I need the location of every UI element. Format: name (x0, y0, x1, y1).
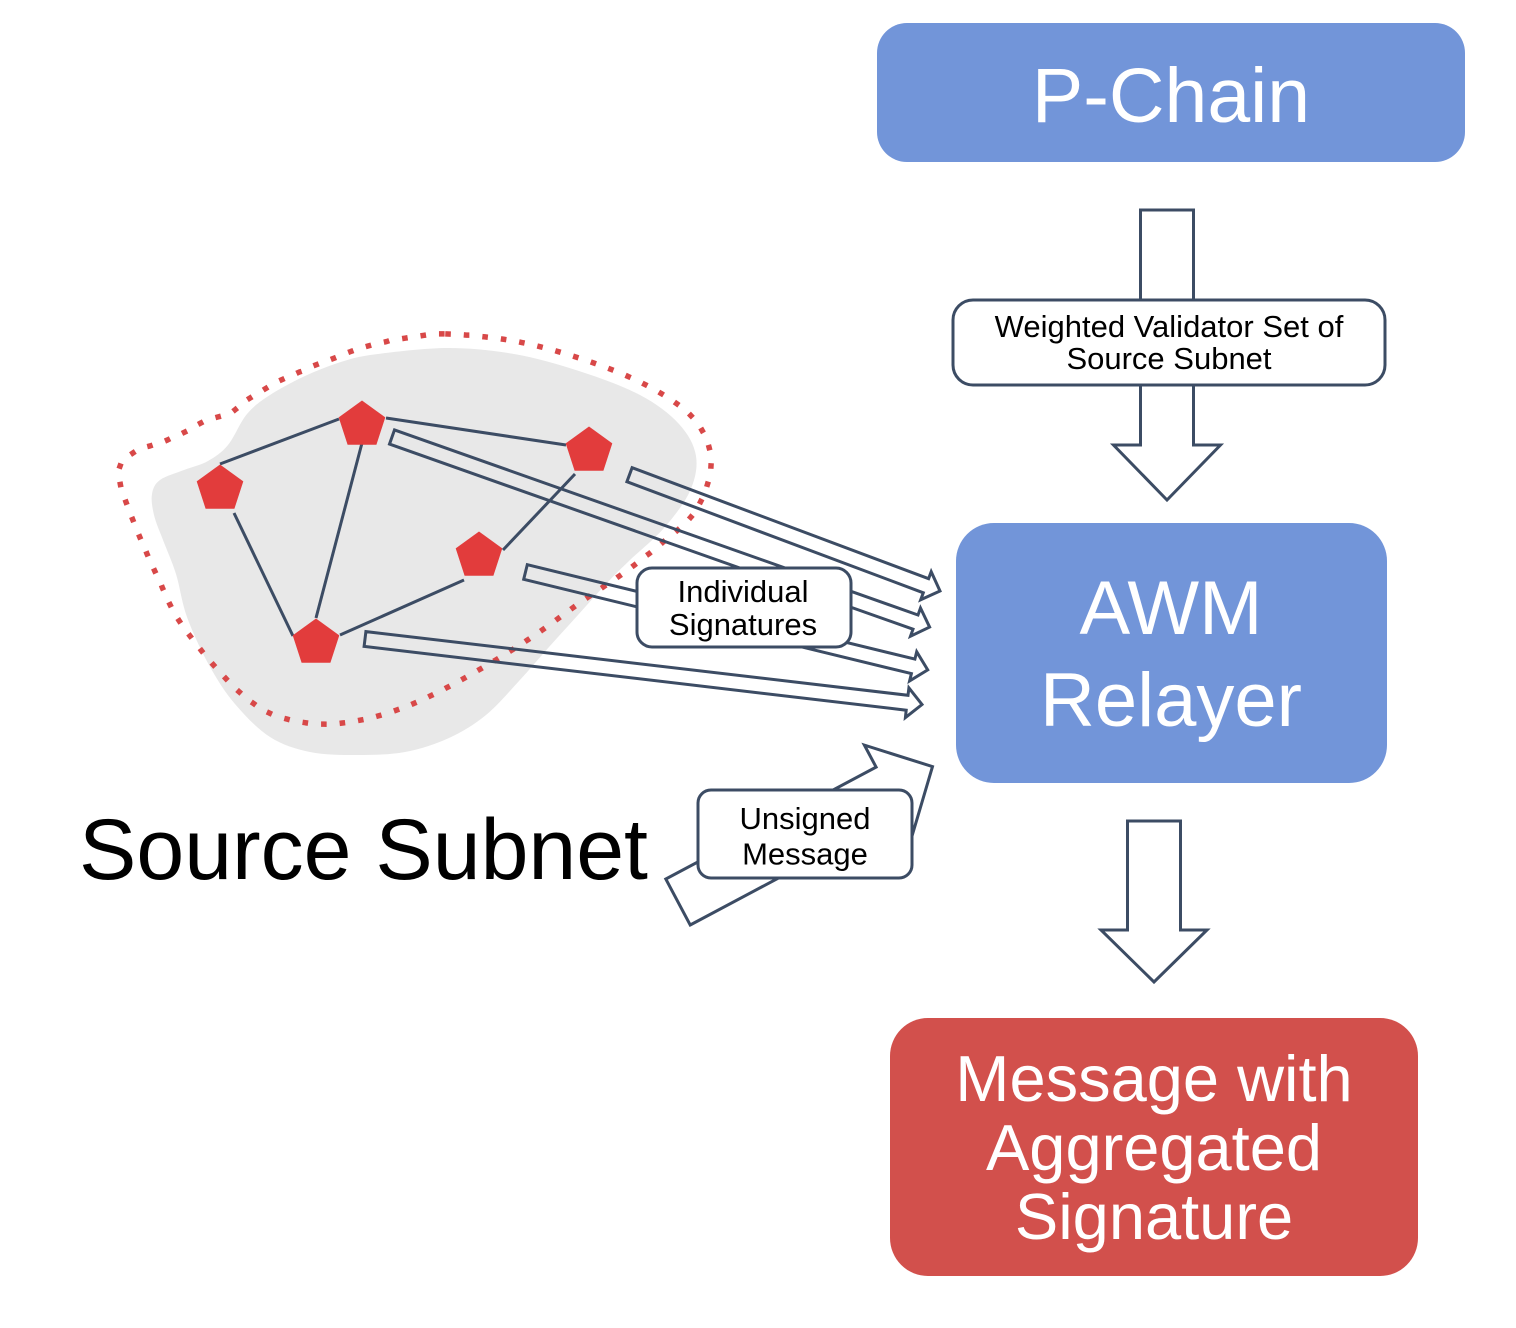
svg-text:Source Subnet: Source Subnet (79, 802, 648, 898)
svg-text:Signature: Signature (1015, 1180, 1293, 1253)
svg-text:AWM: AWM (1080, 566, 1263, 651)
svg-text:Aggregated: Aggregated (986, 1111, 1322, 1184)
svg-text:Message with: Message with (955, 1042, 1352, 1115)
svg-text:Individual: Individual (678, 574, 809, 609)
svg-text:Unsigned: Unsigned (740, 801, 871, 836)
svg-text:Weighted Validator Set of: Weighted Validator Set of (995, 309, 1344, 344)
svg-text:Relayer: Relayer (1040, 658, 1302, 743)
svg-text:Source Subnet: Source Subnet (1066, 341, 1271, 376)
svg-text:P-Chain: P-Chain (1032, 53, 1310, 139)
svg-text:Signatures: Signatures (669, 607, 817, 642)
svg-text:Message: Message (742, 837, 868, 872)
